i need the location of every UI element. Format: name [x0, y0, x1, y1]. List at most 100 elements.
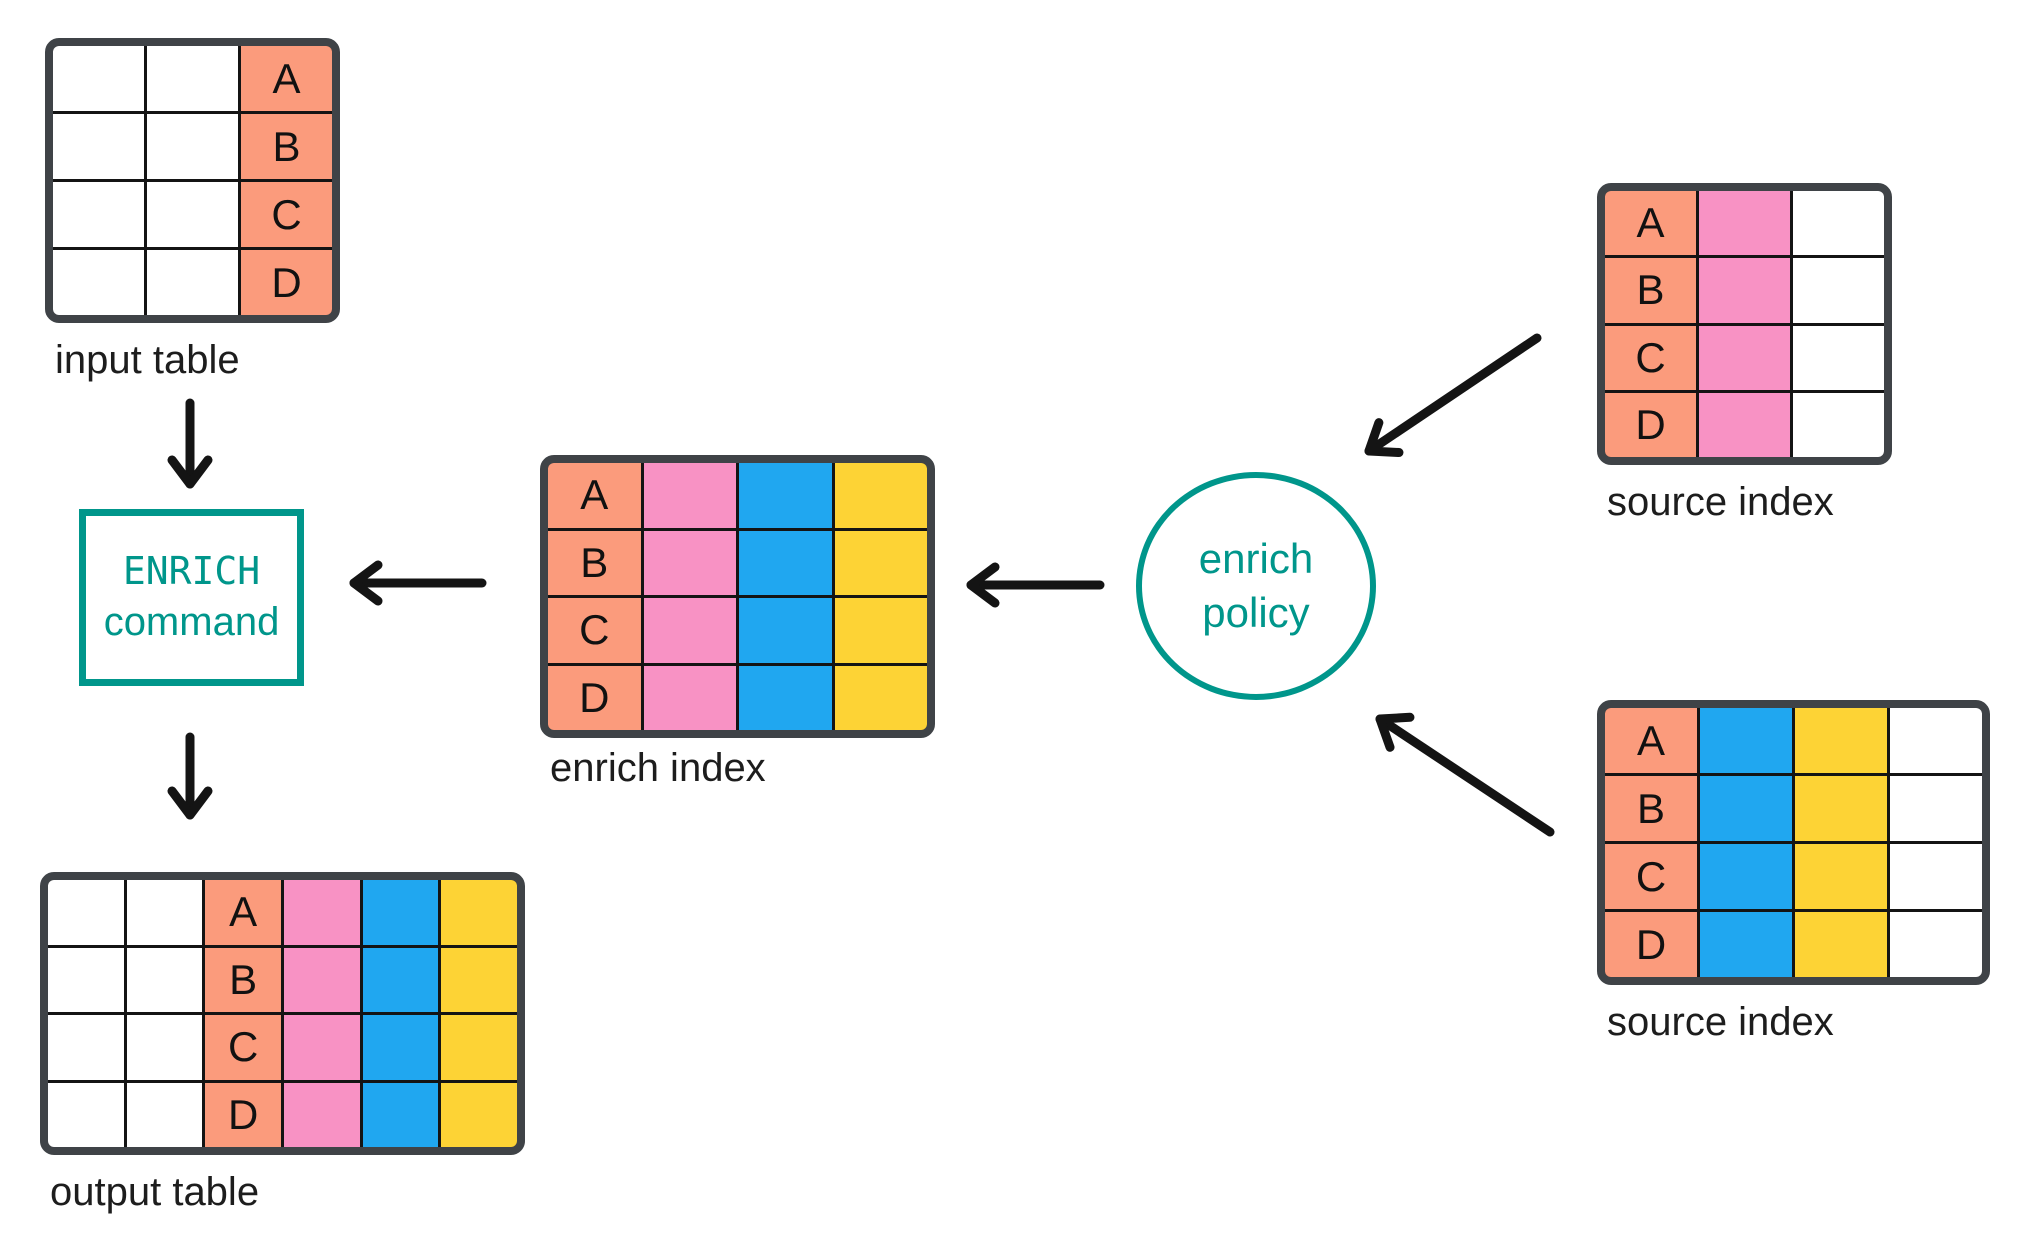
table-cell — [283, 947, 360, 1012]
table-cell — [53, 114, 144, 179]
table-cell — [362, 1082, 439, 1147]
table-cell — [643, 463, 736, 528]
table-cell — [53, 46, 144, 111]
enrich-policy-label-line2: policy — [1202, 589, 1310, 636]
table-cell — [739, 598, 832, 663]
table-cell — [1700, 776, 1792, 841]
key-cell: D — [548, 665, 641, 730]
table-cell — [48, 1015, 124, 1080]
table-cell — [441, 880, 517, 945]
table-cell — [53, 182, 144, 247]
key-cell: C — [1605, 325, 1696, 390]
enrich-index-label: enrich index — [550, 746, 766, 790]
table-cell — [739, 463, 832, 528]
table-cell — [1699, 191, 1790, 256]
table-cell — [1700, 912, 1792, 977]
enrich-policy-label-line1: enrich — [1198, 535, 1314, 583]
table-cell — [739, 530, 832, 595]
table-cell — [147, 182, 238, 247]
table-cell — [834, 463, 927, 528]
table-cell — [1699, 258, 1790, 323]
table-cell — [1793, 325, 1884, 390]
table-cell — [834, 530, 927, 595]
key-cell: C — [548, 598, 641, 663]
table-cell — [362, 947, 439, 1012]
key-cell: A — [1605, 191, 1696, 256]
table-cell — [1890, 708, 1982, 773]
table-cell — [441, 1015, 517, 1080]
key-cell: A — [205, 880, 281, 945]
table-cell — [126, 880, 203, 945]
key-cell: D — [241, 250, 332, 315]
table-cell — [1890, 776, 1982, 841]
table-cell — [283, 1015, 360, 1080]
key-cell: C — [241, 182, 332, 247]
table-cell — [1890, 912, 1982, 977]
table-cell — [283, 880, 360, 945]
table-cell — [643, 665, 736, 730]
table-cell — [1795, 708, 1887, 773]
table-cell — [1795, 776, 1887, 841]
table-cell — [1699, 392, 1790, 457]
table-cell — [362, 880, 439, 945]
table-cell — [1795, 912, 1887, 977]
key-cell: C — [1605, 844, 1697, 909]
key-cell: A — [1605, 708, 1697, 773]
table-cell — [126, 947, 203, 1012]
key-cell: A — [241, 46, 332, 111]
key-cell: B — [1605, 776, 1697, 841]
table-cell — [283, 1082, 360, 1147]
enrich-command-keyword: ENRICH — [122, 548, 261, 593]
key-cell: B — [548, 530, 641, 595]
enrich-command-word: command — [103, 600, 280, 645]
table-cell — [48, 880, 124, 945]
table-cell — [147, 46, 238, 111]
table-cell — [53, 250, 144, 315]
key-cell: A — [548, 463, 641, 528]
key-cell: D — [1605, 912, 1697, 977]
table-cell — [147, 250, 238, 315]
table-cell — [441, 947, 517, 1012]
key-cell: B — [205, 947, 281, 1012]
table-cell — [834, 665, 927, 730]
table-cell — [1700, 844, 1792, 909]
output-table-label: output table — [50, 1170, 260, 1214]
table-cell — [1793, 191, 1884, 256]
table-cell — [739, 665, 832, 730]
table-cell — [362, 1015, 439, 1080]
table-cell — [1793, 392, 1884, 457]
source-index-bottom-label: source index — [1607, 1000, 1834, 1044]
table-cell — [1700, 708, 1792, 773]
key-cell: D — [205, 1082, 281, 1147]
table-cell — [834, 598, 927, 663]
arrow-source-index-top-to-enrich-policy — [1364, 333, 1542, 458]
table-cell — [1795, 844, 1887, 909]
table-cell — [147, 114, 238, 179]
key-cell: B — [241, 114, 332, 179]
table-cell — [643, 530, 736, 595]
table-cell — [126, 1082, 203, 1147]
table-cell — [1793, 258, 1884, 323]
enrich-command-box: ENRICH command — [79, 509, 304, 686]
key-cell: D — [1605, 392, 1696, 457]
arrow-source-index-bottom-to-enrich-policy — [1375, 712, 1555, 837]
source-index-top-label: source index — [1607, 480, 1834, 524]
table-cell — [643, 598, 736, 663]
table-cell — [48, 947, 124, 1012]
key-cell: C — [205, 1015, 281, 1080]
table-cell — [1699, 325, 1790, 390]
table-cell — [441, 1082, 517, 1147]
input-table-label: input table — [55, 338, 240, 382]
table-cell — [1890, 844, 1982, 909]
